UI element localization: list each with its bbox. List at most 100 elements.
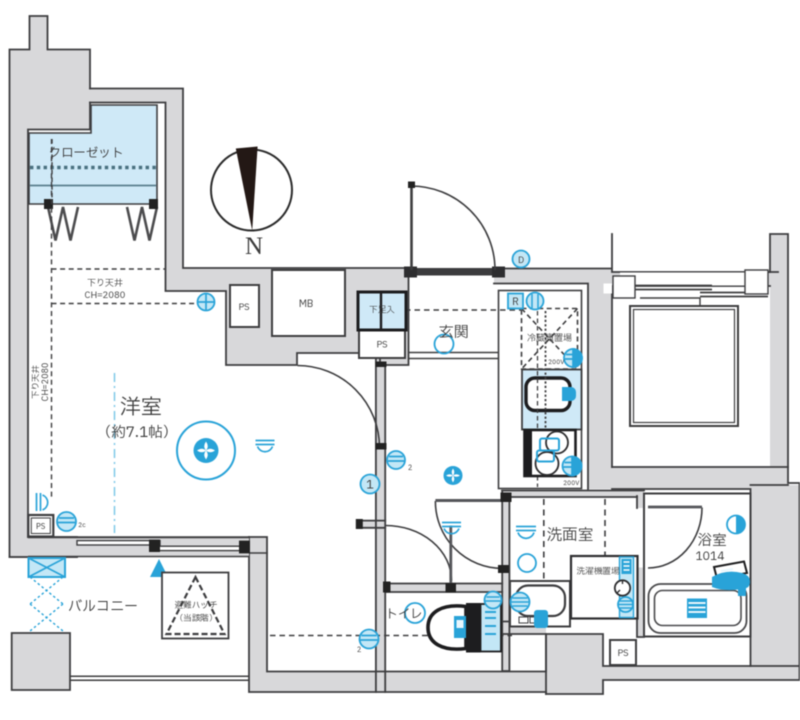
genkan-downlight [433, 333, 455, 355]
bathroom [643, 492, 752, 638]
bath-light [726, 514, 746, 535]
label-hatch-l1: 避難ハッチ [175, 599, 218, 612]
vent-living [255, 439, 275, 453]
fridge-outlet-symbol [507, 291, 545, 311]
label-sub2-living: 2 [408, 464, 412, 474]
label-bath: 浴室 [698, 531, 727, 552]
washroom-downlight [517, 553, 537, 573]
label-ceiling-side-l1: 下り天井 [30, 365, 43, 399]
label-ps-c: PS [36, 521, 46, 533]
label-fridge-r: R [512, 295, 519, 310]
washroom [509, 499, 639, 628]
doors [297, 181, 512, 593]
label-200v-b: 200V [563, 478, 579, 488]
label-living: 洋室 [120, 393, 162, 424]
doorbell [511, 249, 531, 269]
label-mb: MB [299, 298, 314, 312]
label-ps-d: PS [617, 646, 628, 660]
living-door-arc [297, 364, 381, 448]
label-balcony: バルコニー [68, 597, 138, 618]
closet-door-block-right [149, 199, 158, 209]
lowered-ceiling-dashes [50, 139, 198, 497]
toilet [404, 590, 503, 653]
wall-elevator-right [770, 234, 788, 493]
toilet-light [404, 602, 426, 624]
label-sub2c: 2c [78, 520, 86, 530]
wall-top-east [494, 268, 612, 284]
label-shoe-box: 下足入 [369, 304, 395, 317]
wall-notch [603, 283, 612, 294]
labels: クローゼット 洋室 （約7.1帖） バルコニー 玄関 洗面室 浴室 1014 ト… [30, 144, 727, 660]
closet-folding-doors [46, 206, 159, 241]
kitchen-outlet-lower [561, 455, 583, 477]
label-closet: クローゼット [48, 144, 123, 163]
laundry-space [569, 554, 639, 620]
kitchen-outlet-upper [563, 348, 583, 368]
outlet-living-east [386, 450, 406, 470]
bath-drain-grate [687, 598, 707, 618]
elevator [612, 269, 769, 427]
label-toilet: トイレ [385, 605, 423, 624]
ps-box-d [609, 639, 637, 666]
wall-bath-west-b [637, 567, 644, 637]
wall-left-mass [9, 16, 90, 557]
label-ceiling-side-l2: CH=2080 [39, 363, 52, 402]
kitchen [497, 289, 583, 490]
vanity [509, 580, 571, 628]
outlet-living-west [56, 511, 77, 532]
label-bath-size: 1014 [696, 549, 726, 566]
balcony [27, 557, 249, 681]
wall-balcony-right [249, 537, 267, 692]
junction-living-ne [196, 292, 216, 312]
toilet-outlet [483, 590, 503, 610]
vent-washroom [516, 525, 536, 540]
bath-faucet [712, 560, 750, 596]
wall-washroom-top [502, 490, 644, 497]
mb-box [271, 269, 346, 337]
service-boxes [27, 269, 637, 666]
elevator-car [629, 305, 739, 427]
wall-balcony-bl-block [11, 633, 70, 690]
label-ps-a: PS [238, 300, 249, 314]
balcony-window [28, 536, 250, 558]
wall-toilet-top [385, 583, 503, 592]
label-sub2-south: 2 [357, 646, 361, 656]
genkan-step [408, 351, 499, 360]
switch-hall-label: 1 [366, 477, 374, 495]
wall-elevator-bottom [612, 467, 788, 489]
wall-washroom-west [502, 490, 510, 671]
label-ps-b: PS [376, 338, 387, 352]
label-laundry: 洗濯機置場 [577, 565, 620, 578]
wall-kitchen-east [588, 272, 612, 489]
closet-floor [28, 104, 158, 205]
compass [210, 146, 293, 232]
wall-bottom-right-band [603, 666, 800, 680]
label-ceiling-l2: CH=2080 [85, 288, 126, 302]
closet-door-block-left [44, 199, 53, 209]
label-200v: 200V [548, 357, 564, 367]
label-compass-n: N [245, 233, 263, 260]
ps-box-c [27, 513, 55, 538]
label-living-size: （約7.1帖） [97, 423, 177, 444]
ps-box-a [229, 284, 260, 328]
kitchen-faucet [562, 387, 576, 401]
living-ceiling-light [176, 420, 236, 481]
entrance-threshold [404, 266, 505, 278]
compass-needle [235, 146, 258, 231]
wall-north-mass [90, 88, 226, 291]
label-washroom: 洗面室 [547, 524, 594, 547]
wall-toilet-bottom-band [249, 671, 546, 692]
ps-box-b [358, 329, 406, 359]
label-fridge: 冷蔵庫置場 [527, 331, 572, 345]
label-genkan: 玄関 [439, 321, 469, 344]
wall-right-lower [750, 485, 800, 680]
wall-bath-west-a [637, 496, 644, 508]
bath-door-arc [647, 507, 703, 569]
wall-mid-block [546, 634, 603, 694]
switch-hall: 1 [359, 473, 381, 495]
elevator-door-lines [612, 269, 769, 306]
escape-hatch [161, 571, 230, 640]
vanity-faucet [534, 610, 548, 628]
